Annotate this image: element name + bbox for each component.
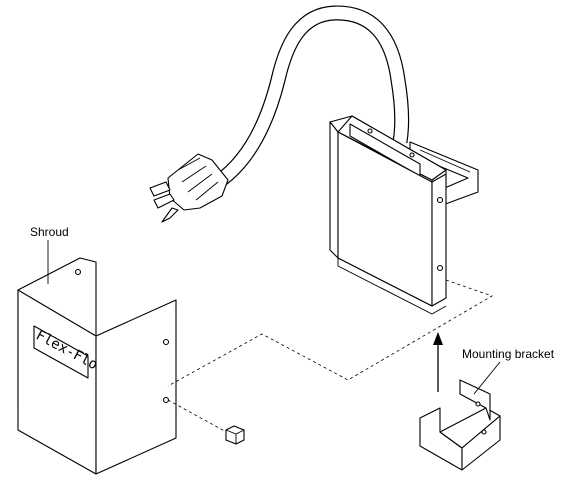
- mounting-screw: [225, 425, 245, 445]
- heater-unit: [329, 115, 447, 315]
- mounting-bracket: [419, 379, 501, 471]
- insertion-arrow: [433, 332, 443, 392]
- shroud: Flex-Flo: [17, 257, 177, 475]
- power-cord: [213, 5, 410, 189]
- mounting-bracket-label: Mounting bracket: [462, 347, 555, 361]
- shroud-label: Shroud: [30, 225, 69, 239]
- alignment-lines: [167, 279, 493, 435]
- power-plug: [149, 153, 229, 223]
- bracket-leader-line: [473, 361, 501, 395]
